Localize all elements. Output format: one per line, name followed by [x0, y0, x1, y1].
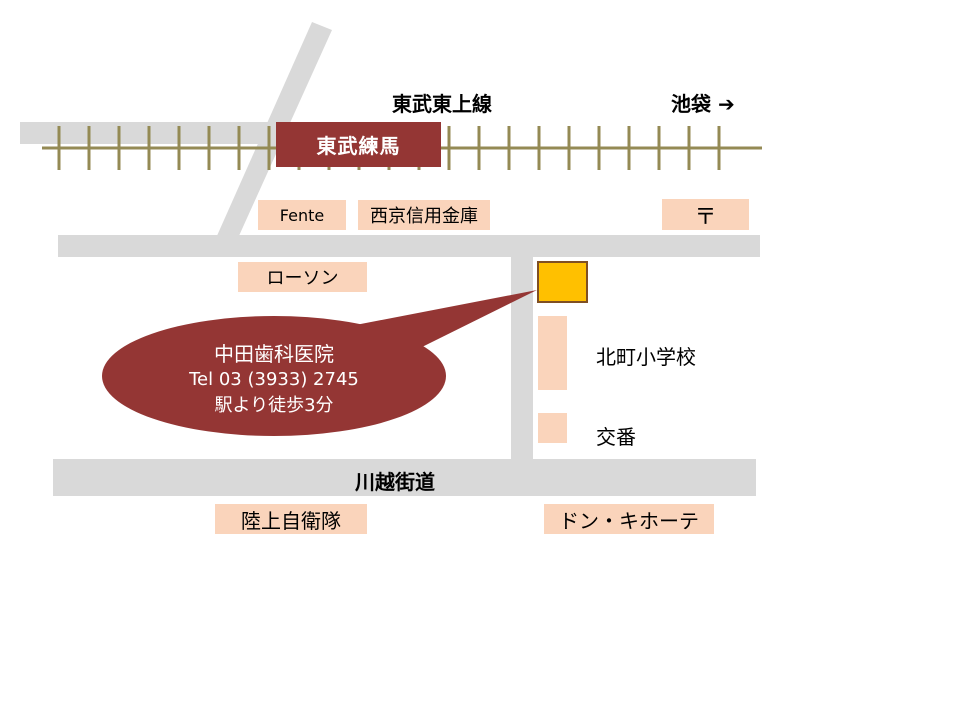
school-block — [538, 316, 567, 390]
landmark-donki: ドン・キホーテ — [544, 504, 714, 534]
landmark-jsdf: 陸上自衛隊 — [215, 504, 367, 534]
landmark-seikyo-bank: 西京信用金庫 — [358, 200, 490, 230]
clinic-info: 中田歯科医院 Tel 03 (3933) 2745 駅より徒歩3分 — [104, 330, 444, 430]
clinic-marker — [537, 261, 588, 303]
landmark-post-office: 〒 — [662, 199, 749, 230]
clinic-name: 中田歯科医院 — [214, 342, 334, 366]
police-box-block — [538, 413, 567, 443]
railway-line-name: 東武東上線 — [392, 92, 492, 116]
police-box-label: 交番 — [596, 425, 636, 449]
east-west-road — [58, 235, 760, 257]
clinic-callout — [102, 290, 537, 436]
north-south-road — [511, 257, 533, 462]
main-road-label: 川越街道 — [355, 470, 435, 494]
direction-label: 池袋 ➔ — [671, 92, 735, 116]
station-label: 東武練馬 — [276, 122, 441, 167]
clinic-access: 駅より徒歩3分 — [214, 395, 334, 416]
landmark-lawson: ローソン — [238, 262, 367, 292]
school-label: 北町小学校 — [596, 345, 696, 369]
main-road — [53, 459, 756, 496]
clinic-tel: Tel 03 (3933) 2745 — [189, 369, 359, 390]
landmark-fente: Fente — [258, 200, 346, 230]
